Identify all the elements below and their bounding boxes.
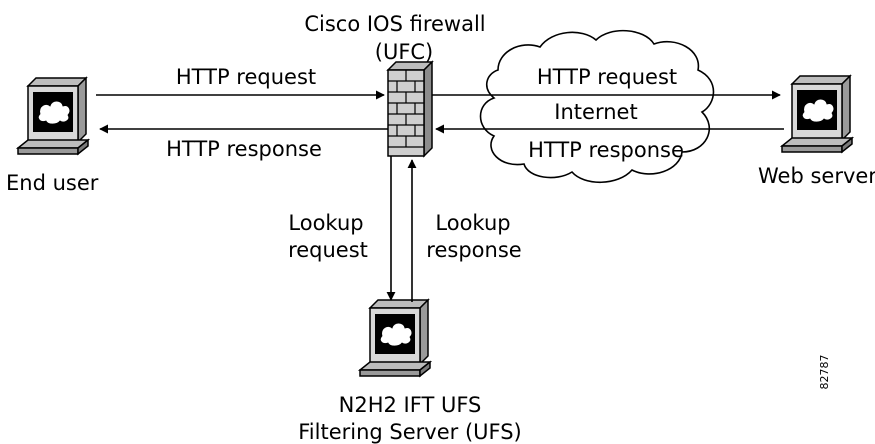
web-server-label: Web server	[758, 164, 875, 188]
figure-id: 82787	[818, 355, 831, 390]
internet-cloud	[479, 29, 715, 183]
edge-label-lookup-response-line2: response	[426, 238, 521, 262]
firewall-icon	[386, 60, 434, 158]
filtering-server-workstation-icon	[359, 299, 431, 377]
end-user-workstation-icon	[17, 77, 89, 155]
firewall-label-line2: (UFC)	[375, 40, 434, 64]
filtering-server-label-line2: Filtering Server (UFS)	[298, 420, 522, 444]
edge-label-lookup-request-line2: request	[288, 238, 368, 262]
filtering-server-label-line1: N2H2 IFT UFS	[339, 393, 482, 417]
edge-label-lookup-request-line1: Lookup	[288, 211, 363, 235]
web-server-workstation-icon	[781, 75, 853, 153]
edge-label-right-request: HTTP request	[537, 65, 677, 89]
internet-label: Internet	[554, 100, 637, 124]
edge-label-right-response: HTTP response	[528, 138, 684, 162]
edge-label-lookup-response-line1: Lookup	[435, 211, 510, 235]
edge-label-left-response: HTTP response	[166, 137, 322, 161]
edge-label-left-request: HTTP request	[176, 65, 316, 89]
firewall-label-line1: Cisco IOS firewall	[304, 12, 485, 36]
end-user-label: End user	[6, 171, 99, 195]
